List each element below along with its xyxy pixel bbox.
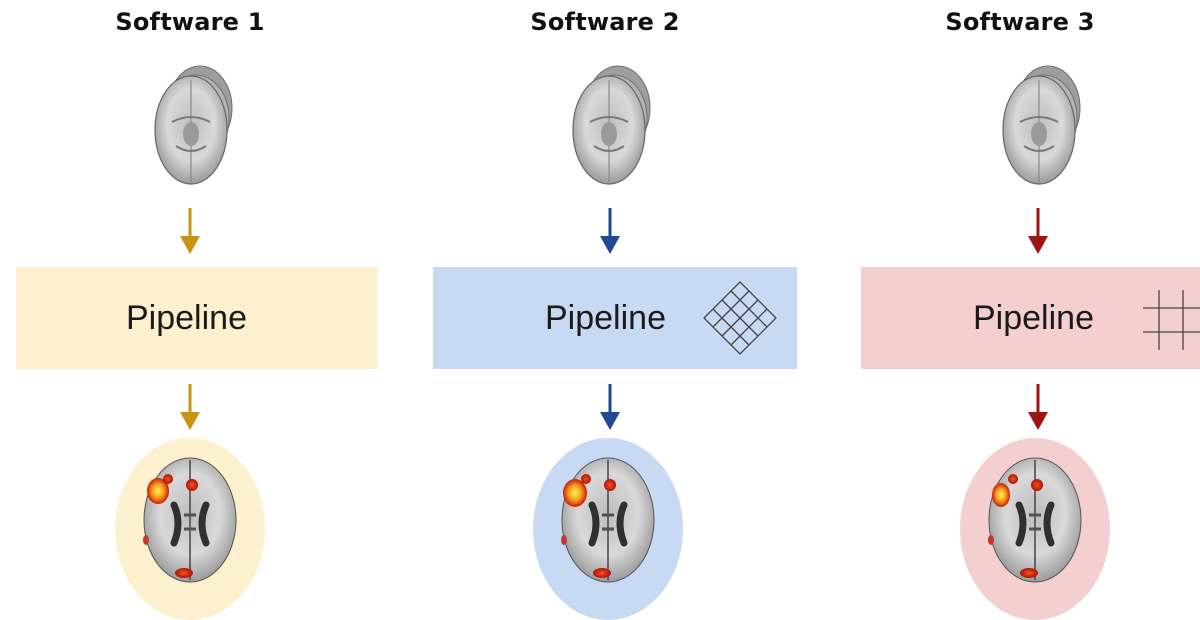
pipeline-label: Pipeline xyxy=(126,299,247,337)
arrow-down-icon xyxy=(1028,384,1048,430)
software-1-title: Software 1 xyxy=(115,8,265,36)
arrow-down-icon xyxy=(180,384,200,430)
crosshair-grid-icon xyxy=(1143,290,1200,350)
activation-map-brain-icon xyxy=(143,457,237,583)
activation-map-brain-icon xyxy=(988,457,1082,583)
pipeline-label: Pipeline xyxy=(973,299,1094,337)
pipeline-box: Pipeline xyxy=(861,267,1200,369)
software-2-column: Software 2 Pipeline xyxy=(405,0,805,620)
arrow-down-icon xyxy=(600,384,620,430)
mri-slice-stack-icon xyxy=(572,65,651,185)
mri-slice-stack-icon xyxy=(1002,65,1081,185)
activation-map-brain-icon xyxy=(561,457,655,583)
software-2-title: Software 2 xyxy=(530,8,680,36)
diamond-mesh-icon xyxy=(703,281,777,355)
arrow-down-icon xyxy=(180,208,200,254)
software-1-column: Software 1 Pipeline xyxy=(0,0,380,620)
arrow-down-icon xyxy=(1028,208,1048,254)
pipeline-box: Pipeline xyxy=(16,267,378,369)
pipeline-box: Pipeline xyxy=(433,267,797,369)
arrow-down-icon xyxy=(600,208,620,254)
software-3-column: Software 3 Pipeline xyxy=(840,0,1200,620)
software-3-title: Software 3 xyxy=(945,8,1095,36)
mri-slice-stack-icon xyxy=(154,65,233,185)
pipeline-label: Pipeline xyxy=(545,299,666,337)
